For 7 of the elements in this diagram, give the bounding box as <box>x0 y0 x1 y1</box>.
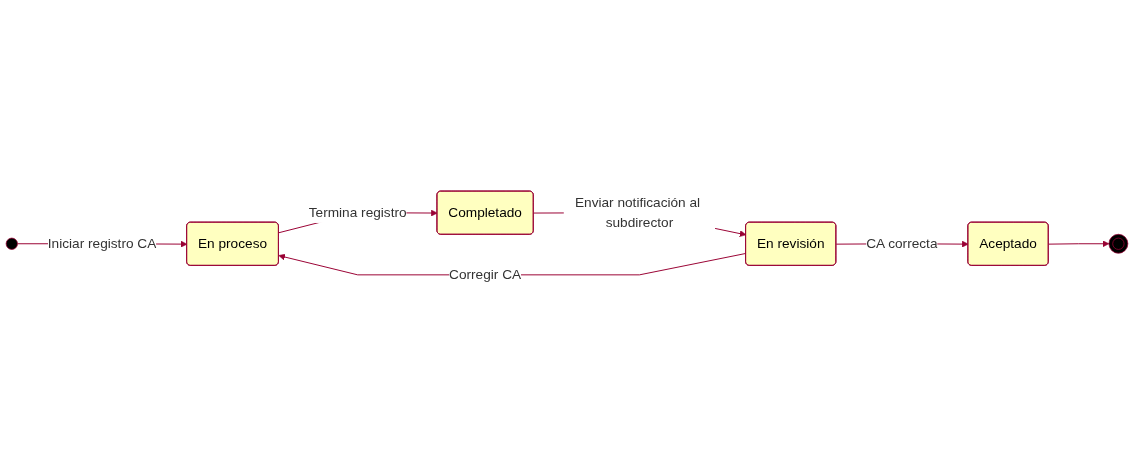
edge-label: Corregir CA <box>449 266 522 282</box>
edge-label: Iniciar registro CA <box>47 235 157 251</box>
edge-label: CA correcta <box>866 235 938 251</box>
edge-label: Enviar notificación al subdirector <box>574 194 701 231</box>
node-circle <box>1108 233 1129 254</box>
node-circle <box>5 237 18 250</box>
edge-label: Termina registro <box>308 204 407 220</box>
